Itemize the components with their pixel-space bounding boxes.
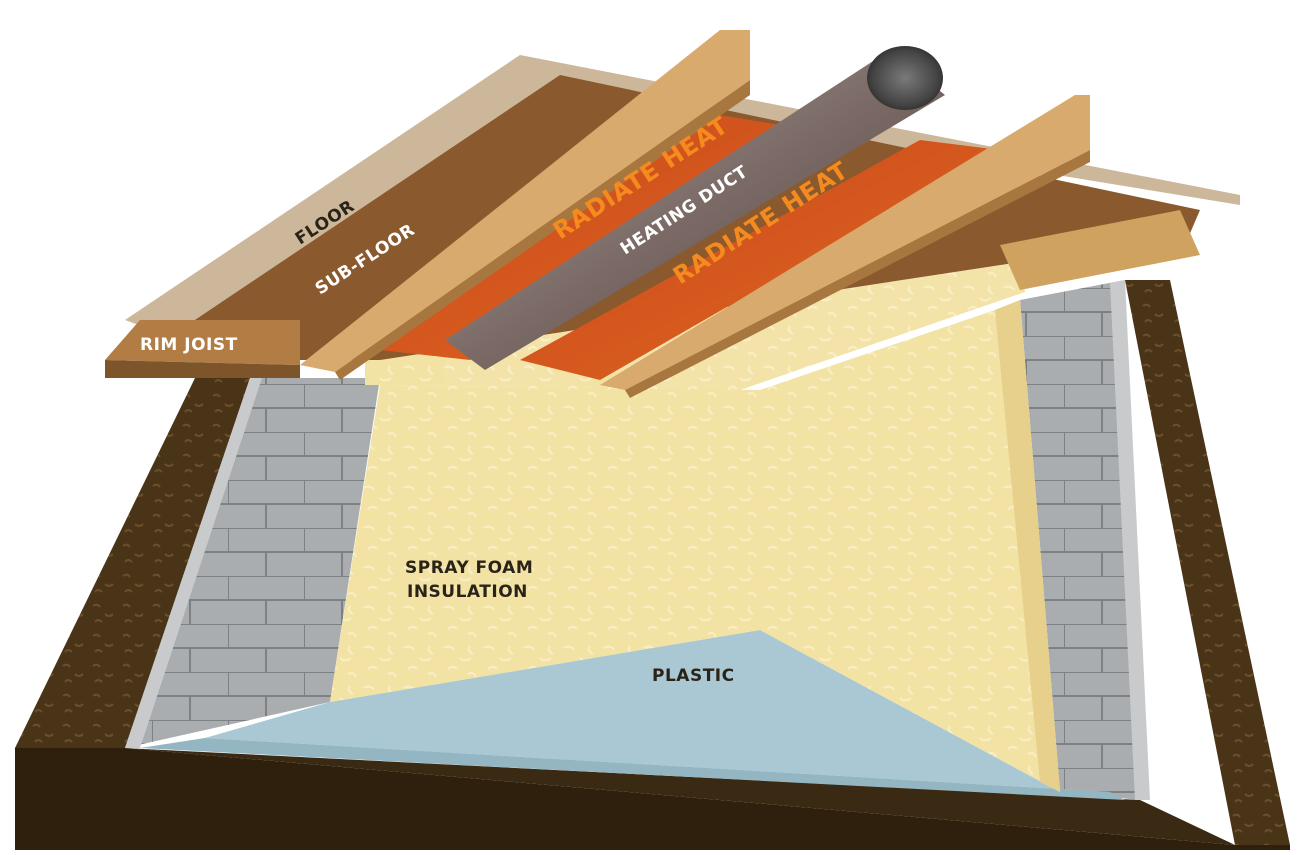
soil-right bbox=[1125, 280, 1290, 845]
label-spray-foam-line2: INSULATION bbox=[407, 582, 528, 602]
block-wall-left bbox=[125, 378, 380, 748]
block-wall-right-face bbox=[1110, 280, 1150, 800]
spray-foam-right-wall bbox=[760, 300, 1060, 792]
label-plastic: PLASTIC bbox=[652, 666, 735, 686]
soil-left bbox=[15, 378, 250, 748]
block-wall-left-face bbox=[125, 378, 262, 748]
soil-bottom bbox=[15, 748, 1290, 850]
joist-far bbox=[1000, 210, 1200, 290]
label-spray-foam-line1: SPRAY FOAM bbox=[405, 558, 533, 578]
joist-right bbox=[600, 95, 1090, 390]
joist-right-side bbox=[625, 150, 1090, 398]
heat-zone-right bbox=[520, 140, 1000, 380]
rim-joist bbox=[105, 320, 300, 365]
rim-joist-sill bbox=[105, 360, 300, 378]
spray-foam-left-wall bbox=[330, 385, 760, 702]
soil-bottom-band bbox=[125, 748, 1235, 845]
spray-foam-right-shade bbox=[995, 300, 1060, 792]
label-rim-joist: RIM JOIST bbox=[140, 335, 238, 355]
block-wall-right bbox=[1020, 280, 1140, 800]
joist-left bbox=[300, 30, 750, 372]
heating-duct-end bbox=[867, 46, 943, 110]
heating-duct-body bbox=[445, 50, 945, 370]
joist-left-side bbox=[335, 80, 750, 380]
plastic-barrier-edge bbox=[140, 738, 1125, 800]
